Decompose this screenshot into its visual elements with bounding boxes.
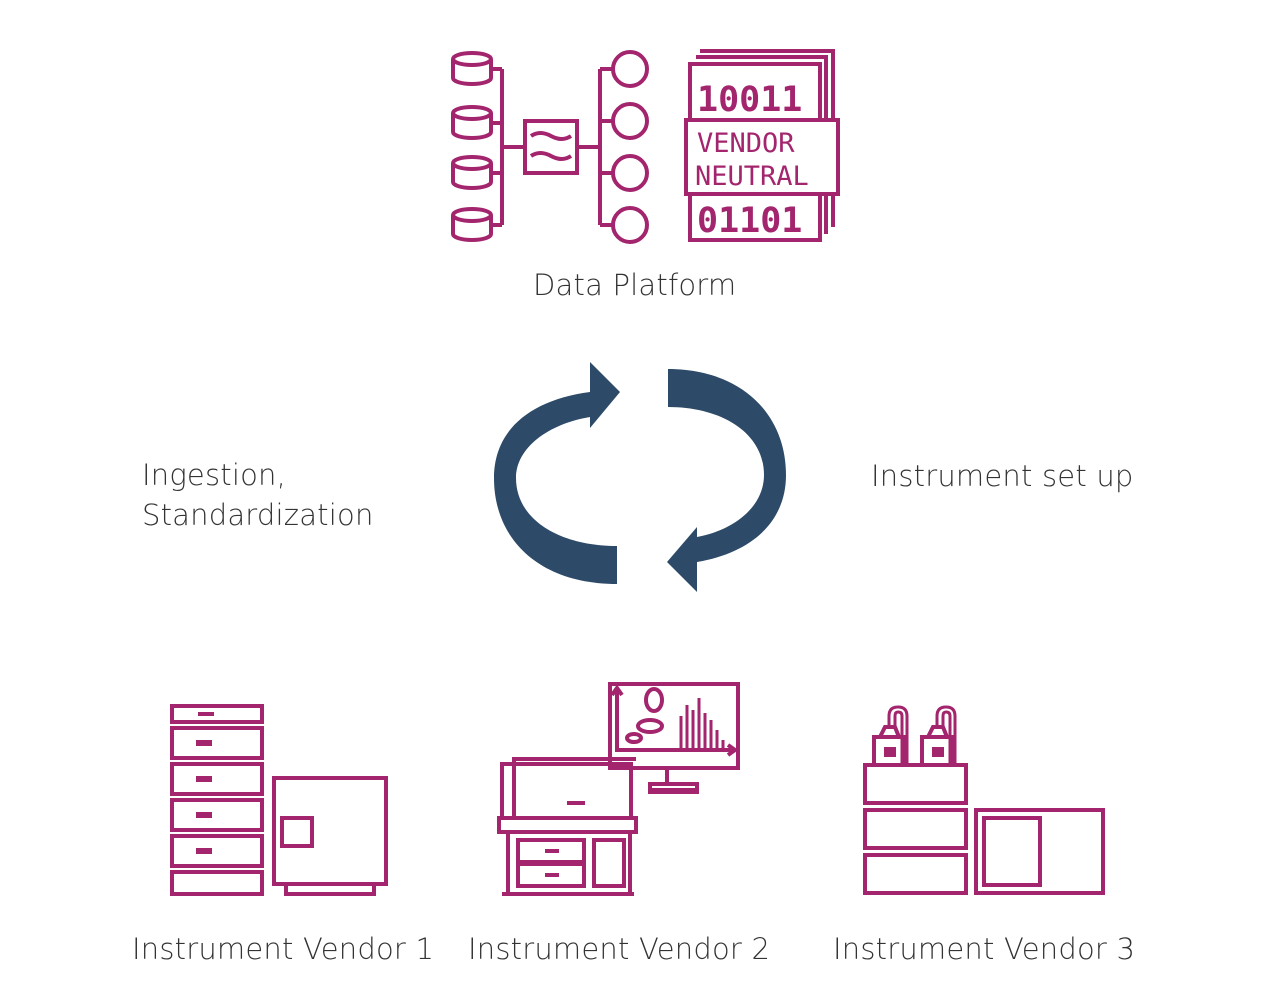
data-platform-icon: 10011 VENDOR NEUTRAL 01101 (451, 49, 840, 244)
vendor-text: VENDOR (697, 128, 795, 159)
neutral-text: NEUTRAL (695, 161, 809, 192)
database-icon (451, 50, 649, 244)
vendor-3-label: Instrument Vendor 3 (833, 932, 1136, 966)
vendor-neutral-document-icon: 10011 VENDOR NEUTRAL 01101 (684, 49, 840, 242)
ingestion-line1: Ingestion, (142, 458, 287, 492)
instrument-vendor-3-icon (863, 705, 1105, 895)
instrument-setup-label: Instrument set up (871, 459, 1134, 493)
arrow-down-icon (667, 369, 786, 592)
instrument-vendor-2-icon (497, 682, 740, 896)
ingestion-label: Ingestion, Standardization (142, 455, 374, 535)
vendor-2-label: Instrument Vendor 2 (468, 932, 771, 966)
binary-top-text: 10011 (697, 80, 802, 120)
cycle-arrows-icon (494, 362, 786, 592)
vendor-1-label: Instrument Vendor 1 (132, 932, 435, 966)
arrow-up-icon (494, 362, 620, 584)
instrument-vendor-1-icon (170, 704, 388, 896)
ingestion-line2: Standardization (142, 498, 374, 532)
binary-bottom-text: 01101 (697, 201, 802, 241)
data-platform-label: Data Platform (533, 268, 737, 302)
